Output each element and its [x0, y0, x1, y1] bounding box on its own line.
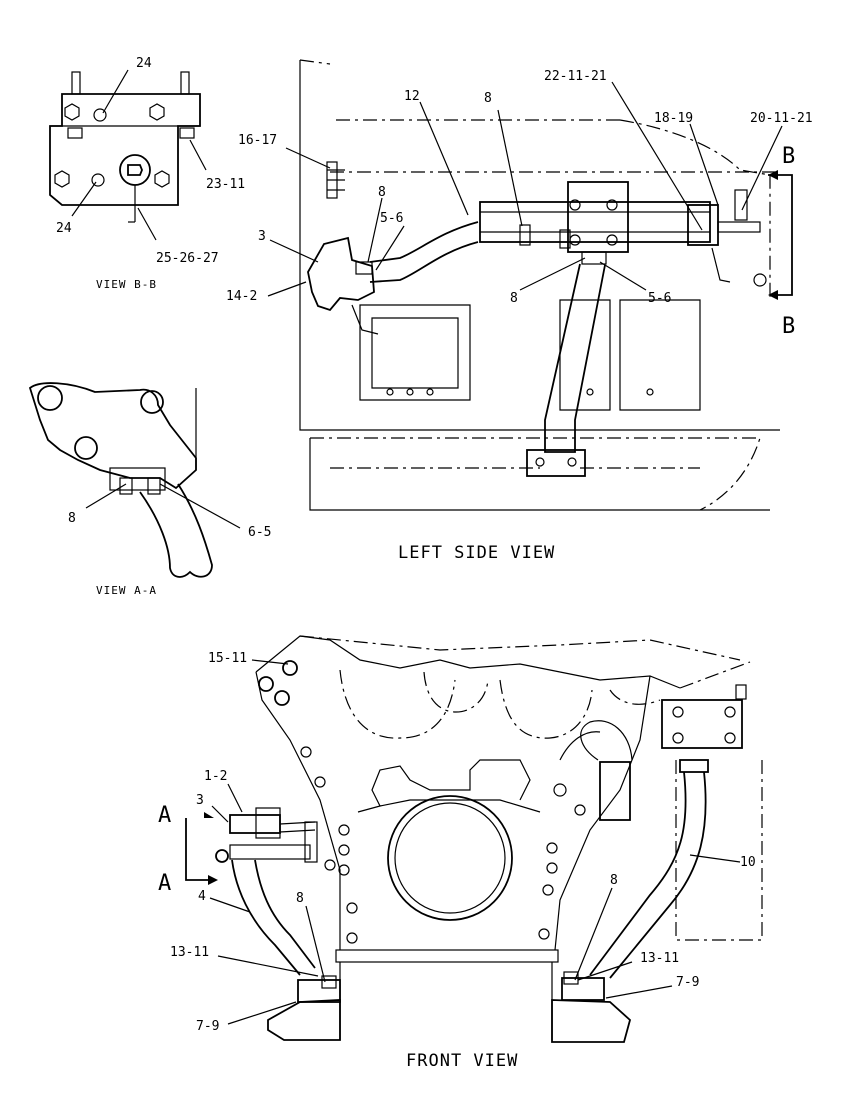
callout-1-2: 1-2: [204, 769, 227, 784]
front-view-drawing: [185, 635, 763, 1043]
callout-18-19: 18-19: [654, 111, 693, 126]
callout-10: 10: [740, 855, 756, 870]
section-a-top: A: [158, 803, 171, 828]
callout-fv-8-left: 8: [296, 891, 304, 906]
callout-aa-6-5: 6-5: [248, 525, 271, 540]
section-a-bottom: A: [158, 871, 171, 896]
callout-fv-3: 3: [196, 793, 204, 808]
callout-24-top: 24: [136, 56, 152, 71]
callout-23-11: 23-11: [206, 177, 245, 192]
callout-5-6-right: 5-6: [648, 291, 671, 306]
front-view-title: FRONT VIEW: [406, 1051, 518, 1071]
callout-7-9-right: 7-9: [676, 975, 699, 990]
callout-16-17: 16-17: [238, 133, 277, 148]
callout-4: 4: [198, 889, 206, 904]
callout-12: 12: [404, 89, 420, 104]
callout-15-11: 15-11: [208, 651, 247, 666]
section-b-top: B: [782, 144, 795, 169]
callout-22-11-21: 22-11-21: [544, 69, 607, 84]
view-bb-title: VIEW B-B: [96, 278, 157, 291]
view-aa-title: VIEW A-A: [96, 584, 157, 597]
callout-24-bottom: 24: [56, 221, 72, 236]
left-side-view-drawing: [267, 59, 793, 511]
callout-8-top: 8: [484, 91, 492, 106]
view-aa-drawing: [28, 382, 241, 578]
callout-13-11-right: 13-11: [640, 951, 679, 966]
callout-25-26-27: 25-26-27: [156, 251, 219, 266]
callout-7-9-left: 7-9: [196, 1019, 219, 1034]
callout-14-2: 14-2: [226, 289, 257, 304]
callout-8-bottom: 8: [510, 291, 518, 306]
callout-8-left: 8: [378, 185, 386, 200]
view-bb-drawing: [49, 69, 207, 241]
callout-5-6-left: 5-6: [380, 211, 403, 226]
left-side-view-title: LEFT SIDE VIEW: [398, 543, 555, 563]
callout-20-11-21: 20-11-21: [750, 111, 813, 126]
callout-aa-8: 8: [68, 511, 76, 526]
callout-fv-8-right: 8: [610, 873, 618, 888]
callout-3: 3: [258, 229, 266, 244]
callout-13-11-left: 13-11: [170, 945, 209, 960]
section-b-bottom: B: [782, 314, 795, 339]
